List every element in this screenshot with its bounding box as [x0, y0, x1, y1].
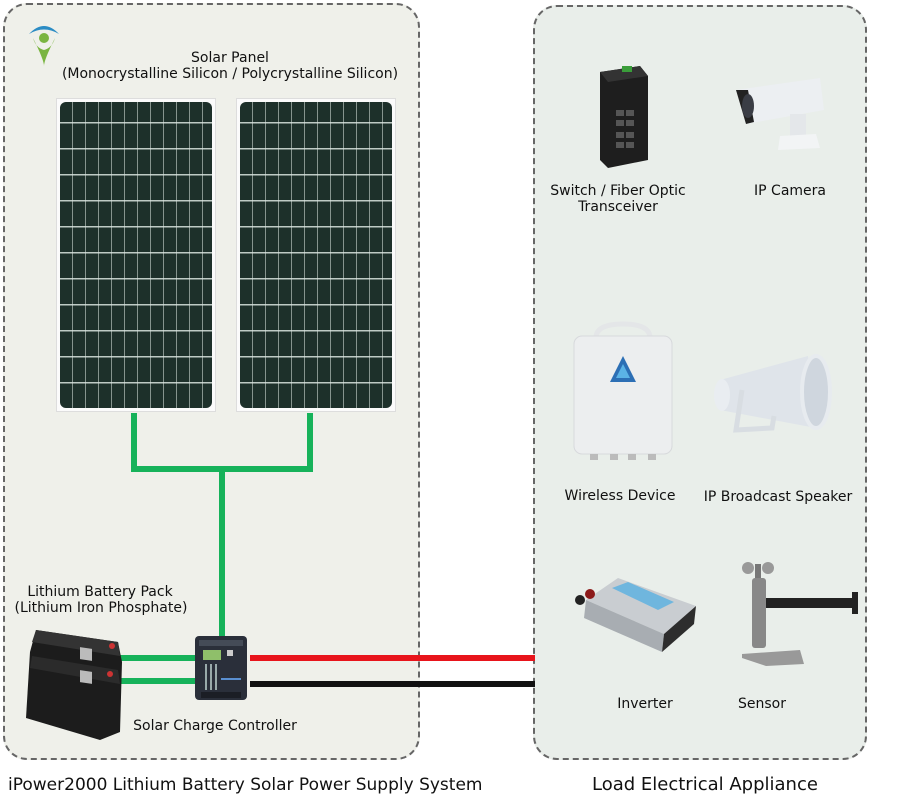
device-label: IP Broadcast Speaker	[703, 489, 853, 505]
wireless-device-icon	[573, 321, 673, 460]
inverter-icon	[575, 578, 696, 652]
horn-speaker-icon	[714, 354, 832, 433]
device-label: Transceiver	[578, 199, 658, 215]
solar-cells	[240, 102, 392, 408]
negative-output-wire	[250, 681, 535, 687]
lithium-battery-icon	[26, 630, 122, 740]
positive-output-wire	[250, 655, 535, 661]
charge-controller-label: Solar Charge Controller	[133, 718, 297, 734]
anemometer-sensor-icon	[742, 562, 858, 666]
battery-title: Lithium Battery Pack	[27, 584, 173, 600]
load-caption: Load Electrical Appliance	[592, 774, 818, 795]
device-label: Inverter	[617, 696, 673, 712]
solar-panel-right	[236, 98, 396, 412]
solar-panel-title: Solar Panel	[191, 50, 269, 66]
ip-camera-icon	[736, 78, 824, 150]
location-pin-logo-icon	[29, 26, 59, 66]
solar-cells	[60, 102, 212, 408]
device-label: Switch / Fiber Optic	[550, 183, 686, 199]
network-switch-icon	[600, 66, 648, 168]
battery-to-controller-wire-1	[120, 655, 200, 661]
device-label: Sensor	[738, 696, 786, 712]
device-label: IP Camera	[754, 183, 826, 199]
charge-controller-icon	[195, 636, 247, 700]
battery-to-controller-wire-2	[118, 678, 200, 684]
panel-right-wire	[307, 413, 313, 471]
panel-to-controller-wire	[219, 466, 225, 638]
device-label: Wireless Device	[564, 488, 676, 504]
solar-panel-subtitle: (Monocrystalline Silicon / Polycrystalli…	[61, 66, 399, 82]
system-caption: iPower2000 Lithium Battery Solar Power S…	[8, 775, 483, 795]
battery-subtitle: (Lithium Iron Phosphate)	[14, 600, 188, 616]
solar-panel-left	[56, 98, 216, 412]
panel-left-wire	[131, 413, 137, 471]
